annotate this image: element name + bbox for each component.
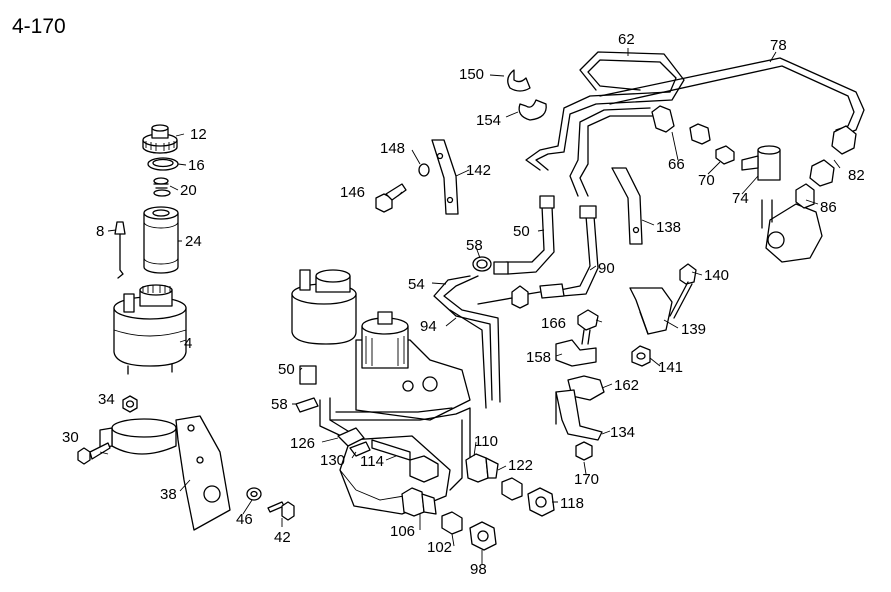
- label-62: 62: [618, 31, 635, 48]
- label-94: 94: [420, 318, 437, 335]
- seal-ring-16: [147, 157, 179, 171]
- pump-reservoir: [291, 269, 357, 345]
- fitting-66: [651, 105, 711, 145]
- bolt-42: [267, 501, 295, 521]
- bracket-134: [555, 389, 603, 441]
- label-118: 118: [560, 495, 584, 512]
- label-134: 134: [610, 424, 635, 441]
- label-50-lower: 50: [278, 361, 295, 378]
- label-140: 140: [704, 267, 729, 284]
- pipe-78: [599, 57, 865, 137]
- label-78: 78: [770, 37, 787, 54]
- label-98: 98: [470, 561, 487, 578]
- nut-118: [527, 487, 555, 517]
- pipe-end-82: [809, 125, 857, 187]
- label-126: 126: [290, 435, 315, 452]
- clip-148: [418, 163, 430, 177]
- fitting-122: [501, 477, 523, 501]
- label-170: 170: [574, 471, 599, 488]
- fitting-70: [715, 145, 735, 165]
- label-141: 141: [658, 359, 683, 376]
- pipes-94-54: [319, 275, 501, 491]
- clamp-150: [507, 69, 531, 92]
- bracket-38: [175, 415, 231, 531]
- label-139: 139: [681, 321, 706, 338]
- fitting-126-130: [337, 427, 371, 457]
- reservoir-4: [113, 284, 187, 375]
- label-34: 34: [98, 391, 115, 408]
- label-42: 42: [274, 529, 291, 546]
- label-166: 166: [541, 315, 566, 332]
- label-122: 122: [508, 457, 533, 474]
- label-54: 54: [408, 276, 425, 293]
- label-70: 70: [698, 172, 715, 189]
- label-24: 24: [185, 233, 202, 250]
- label-90: 90: [598, 260, 615, 277]
- steering-gear: [339, 311, 471, 515]
- label-162: 162: [614, 377, 639, 394]
- leader-lines: [99, 48, 841, 564]
- label-74: 74: [732, 190, 749, 207]
- label-102: 102: [427, 539, 452, 556]
- bracket-138: [611, 167, 643, 245]
- bolt-146: [375, 183, 407, 213]
- banjo-114: [371, 439, 439, 483]
- label-66: 66: [668, 156, 685, 173]
- label-38: 38: [160, 486, 177, 503]
- nut-170: [575, 441, 593, 461]
- washer-46: [246, 487, 262, 501]
- clamp-58: [472, 256, 492, 272]
- label-130: 130: [320, 452, 345, 469]
- label-30: 30: [62, 429, 79, 446]
- pump-fitting-86: [761, 183, 823, 263]
- spring-20: [153, 177, 171, 197]
- label-82: 82: [848, 167, 865, 184]
- bolt-166: [577, 309, 599, 345]
- label-106: 106: [390, 523, 415, 540]
- label-154: 154: [476, 112, 501, 129]
- filter-element-24: [143, 206, 179, 274]
- nut-34: [122, 395, 138, 413]
- label-142: 142: [466, 162, 491, 179]
- label-4: 4: [184, 335, 192, 352]
- clamp-158: [555, 339, 597, 367]
- label-110: 110: [474, 433, 498, 450]
- reservoir-cap-12: [142, 124, 178, 154]
- label-50-upper: 50: [513, 223, 530, 240]
- fitting-50-58: [295, 365, 319, 413]
- label-138: 138: [656, 219, 681, 236]
- hose-50: [493, 195, 555, 275]
- pipe-62: [525, 51, 685, 197]
- label-16: 16: [188, 157, 205, 174]
- clamp-154: [518, 99, 547, 121]
- valve-74: [741, 145, 781, 181]
- fitting-102: [441, 511, 463, 535]
- bracket-142: [431, 139, 459, 215]
- page-number: 4-170: [12, 15, 66, 38]
- hose-90: [477, 205, 599, 309]
- fitting-106: [401, 487, 437, 517]
- nut-98: [469, 521, 497, 551]
- dipstick-8: [114, 221, 126, 279]
- nut-141: [631, 345, 651, 367]
- bolt-30: [77, 442, 111, 465]
- label-12: 12: [190, 126, 207, 143]
- label-148: 148: [380, 140, 405, 157]
- label-86: 86: [820, 199, 837, 216]
- label-46: 46: [236, 511, 253, 528]
- bracket-139: [629, 287, 673, 335]
- label-20: 20: [180, 182, 197, 199]
- label-114: 114: [360, 453, 384, 470]
- clamp-band: [99, 418, 177, 455]
- label-8: 8: [96, 223, 104, 240]
- label-58-upper: 58: [466, 237, 483, 254]
- label-146: 146: [340, 184, 365, 201]
- label-58-lower: 58: [271, 396, 288, 413]
- bolt-140: [669, 263, 697, 319]
- label-158: 158: [526, 349, 551, 366]
- fitting-110: [465, 453, 499, 483]
- label-150: 150: [459, 66, 484, 83]
